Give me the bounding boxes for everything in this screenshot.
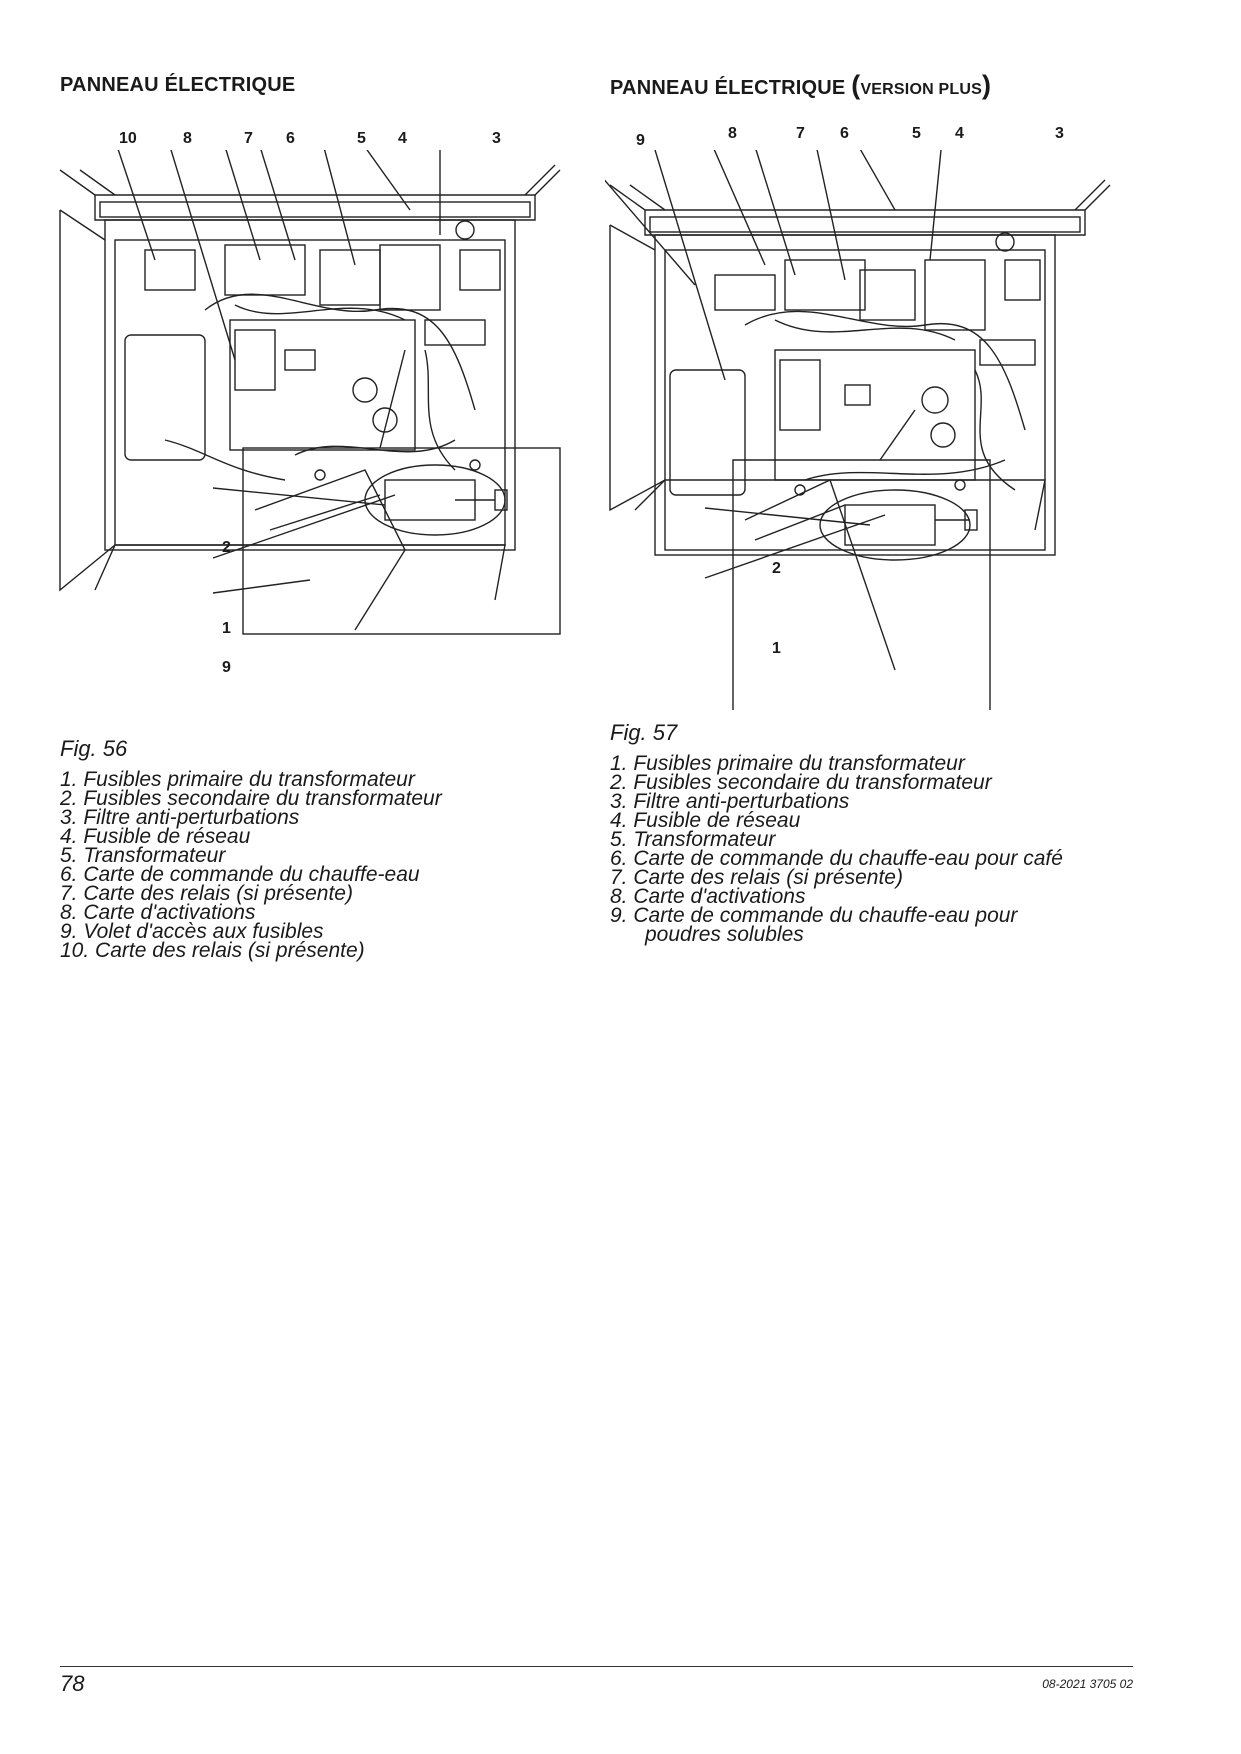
fig56-legend-item: 2. Fusibles secondaire du transformateur xyxy=(60,787,442,810)
fig56-legend-item: 10. Carte des relais (si présente) xyxy=(60,939,365,962)
fig57-callout-6: 6 xyxy=(840,125,849,142)
fig56-callout-5: 5 xyxy=(357,130,366,147)
fig56-legend-item: 8. Carte d'activations xyxy=(60,901,256,924)
fig57-legend-item: 8. Carte d'activations xyxy=(610,885,806,908)
fig57-legend-item: 1. Fusibles primaire du transformateur xyxy=(610,752,965,775)
fig57-callout-5: 5 xyxy=(912,125,921,142)
fig56-callout-1: 1 xyxy=(222,620,231,637)
fig56-callout-9: 9 xyxy=(222,659,231,676)
right-heading-close-paren: ) xyxy=(981,70,992,100)
fig57-legend-item: 3. Filtre anti-perturbations xyxy=(610,790,850,813)
fig57-caption: Fig. 57 xyxy=(610,720,678,745)
right-heading-open-paren: ( xyxy=(851,70,861,100)
fig56-legend-item: 5. Transformateur xyxy=(60,844,226,867)
fig56-callout-4: 4 xyxy=(398,130,407,147)
fig56-caption: Fig. 56 xyxy=(60,736,128,761)
fig57-legend-item: 9. Carte de commande du chauffe-eau pour xyxy=(610,904,1018,927)
fig57-legend-item: 6. Carte de commande du chauffe-eau pour… xyxy=(610,847,1063,870)
fig57-legend-item: 4. Fusible de réseau xyxy=(610,809,801,832)
fig57-callout-1: 1 xyxy=(772,640,781,657)
fig56-callout-6: 6 xyxy=(286,130,295,147)
right-heading-version: VERSION PLUS xyxy=(860,81,982,98)
fig57-callout-3: 3 xyxy=(1055,125,1064,142)
fig56-callout-2: 2 xyxy=(222,539,231,556)
electrical-panel-diagram-fig56 xyxy=(59,150,561,635)
fig56-legend-item: 4. Fusible de réseau xyxy=(60,825,251,848)
fig57-callout-8: 8 xyxy=(728,125,737,142)
fig56-legend: 1. Fusibles primaire du transformateur 2… xyxy=(60,768,442,962)
fig56-legend-item: 7. Carte des relais (si présente) xyxy=(60,882,353,905)
fig57-callout-9: 9 xyxy=(636,132,645,149)
fig57-legend-item: 7. Carte des relais (si présente) xyxy=(610,866,903,889)
fig56-legend-item: 9. Volet d'accès aux fusibles xyxy=(60,920,324,943)
fig56-legend-item: 1. Fusibles primaire du transformateur xyxy=(60,768,415,791)
fig56-callout-8: 8 xyxy=(183,130,192,147)
document-reference: 08-2021 3705 02 xyxy=(1042,1677,1133,1691)
fig56-legend-item: 3. Filtre anti-perturbations xyxy=(60,806,300,829)
fig57-legend-item: poudres solubles xyxy=(610,923,804,946)
footer-rule xyxy=(60,1666,1133,1667)
fig56-callout-10: 10 xyxy=(119,130,137,147)
fig56-callout-7: 7 xyxy=(244,130,253,147)
fig57-callout-7: 7 xyxy=(796,125,805,142)
right-heading-main: PANNEAU ÉLECTRIQUE xyxy=(610,77,852,99)
fig57-callout-4: 4 xyxy=(955,125,964,142)
fig57-callout-2: 2 xyxy=(772,560,781,577)
fig57-legend: 1. Fusibles primaire du transformateur 2… xyxy=(610,752,1063,946)
page-number: 78 xyxy=(60,1671,85,1696)
fig56-legend-item: 6. Carte de commande du chauffe-eau xyxy=(60,863,420,886)
fig56-callout-3: 3 xyxy=(492,130,501,147)
right-section-heading: PANNEAU ÉLECTRIQUE (VERSION PLUS) xyxy=(610,70,991,101)
fig57-legend-item: 5. Transformateur xyxy=(610,828,776,851)
fig57-legend-item: 2. Fusibles secondaire du transformateur xyxy=(610,771,992,794)
left-section-heading: PANNEAU ÉLECTRIQUE xyxy=(60,74,296,96)
electrical-panel-diagram-fig57 xyxy=(605,150,1111,710)
